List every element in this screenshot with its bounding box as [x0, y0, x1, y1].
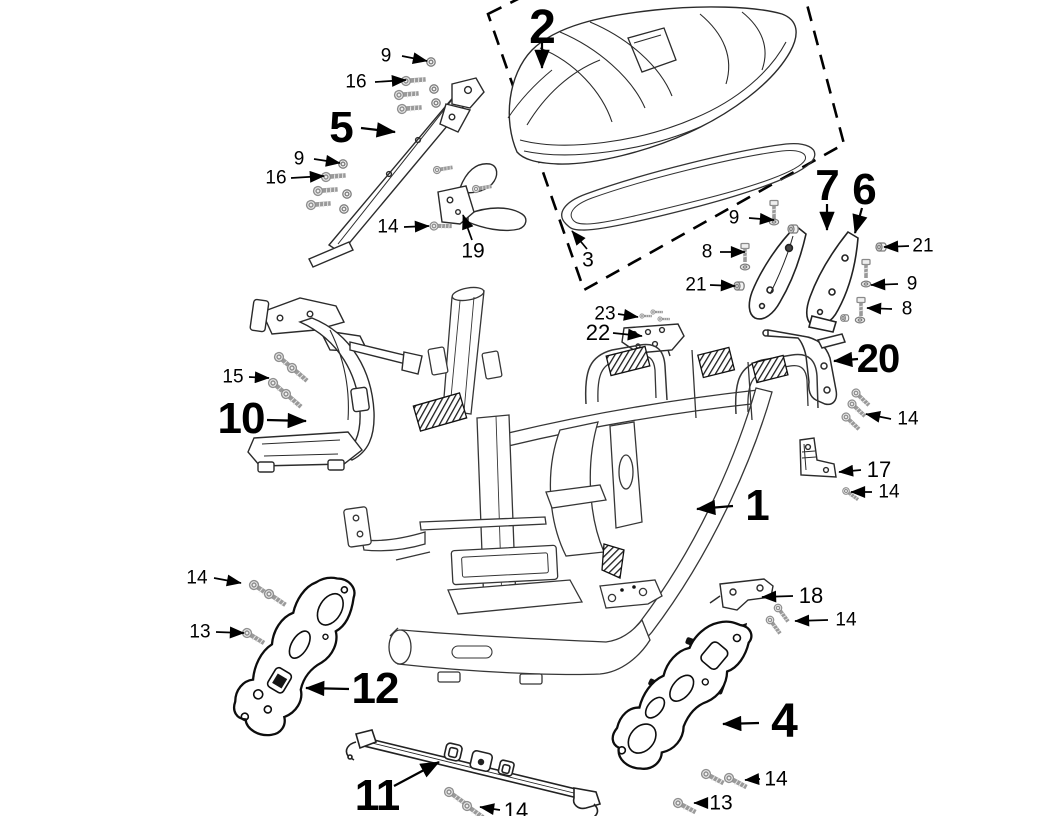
callout-9-stand-top: 9 [380, 45, 392, 67]
callout-20: 20 [856, 337, 900, 381]
part-side-stand [308, 77, 485, 268]
callout-22: 22 [585, 320, 611, 345]
part-bracket-7 [748, 224, 807, 320]
callout-3: 3 [582, 248, 594, 272]
callout-6: 6 [852, 165, 877, 214]
saddle-dashed-box [486, 0, 846, 292]
part-bracket-18 [709, 578, 774, 611]
callout-11: 11 [354, 771, 401, 816]
part-saddle-gasket [561, 142, 816, 231]
part-side-plate-12 [232, 576, 356, 737]
callout-14-rail11: 14 [503, 798, 529, 816]
callout-14-bracket20: 14 [897, 408, 919, 430]
part-subframe-10 [247, 297, 423, 473]
callout-15: 15 [222, 366, 244, 388]
callout-10: 10 [217, 394, 266, 443]
callout-13-plate4: 13 [709, 791, 733, 815]
part-bracket-17 [799, 437, 837, 478]
callout-9-stand-low: 9 [293, 148, 305, 170]
part-rail-11 [345, 729, 602, 816]
part-side-plate-4 [611, 620, 753, 770]
part-bracket-19 [437, 163, 527, 232]
part-bracket-20 [762, 329, 846, 406]
callout-2: 2 [529, 1, 556, 54]
callout-8-left: 8 [701, 241, 713, 263]
callout-21-left: 21 [685, 274, 707, 296]
callout-14-bracket18: 14 [835, 609, 857, 631]
callout-14-bracket19: 14 [377, 216, 399, 238]
callout-14-plate12: 14 [186, 567, 208, 589]
callout-17: 17 [866, 457, 892, 482]
callout-18: 18 [798, 583, 824, 608]
callout-9-right: 9 [906, 273, 918, 295]
callout-23: 23 [594, 303, 616, 325]
callout-12: 12 [351, 664, 400, 713]
callout-5: 5 [329, 103, 354, 152]
callout-14-bracket17: 14 [878, 481, 900, 503]
callout-16-stand-low: 16 [265, 167, 287, 189]
callout-4: 4 [771, 695, 798, 748]
callout-1: 1 [745, 481, 770, 530]
callout-16-stand-top: 16 [345, 71, 367, 93]
callout-7: 7 [815, 161, 840, 210]
callout-19: 19 [461, 239, 485, 263]
callout-8-right: 8 [901, 298, 913, 320]
leader-arrows [213, 42, 910, 815]
callout-9-left: 9 [728, 207, 740, 229]
part-main-frame [343, 286, 819, 685]
part-bracket-6 [805, 230, 859, 333]
part-saddle [507, 6, 797, 165]
callout-14-plate4: 14 [764, 767, 788, 791]
callout-13-plate12: 13 [189, 621, 211, 643]
callout-21-right: 21 [912, 235, 934, 257]
